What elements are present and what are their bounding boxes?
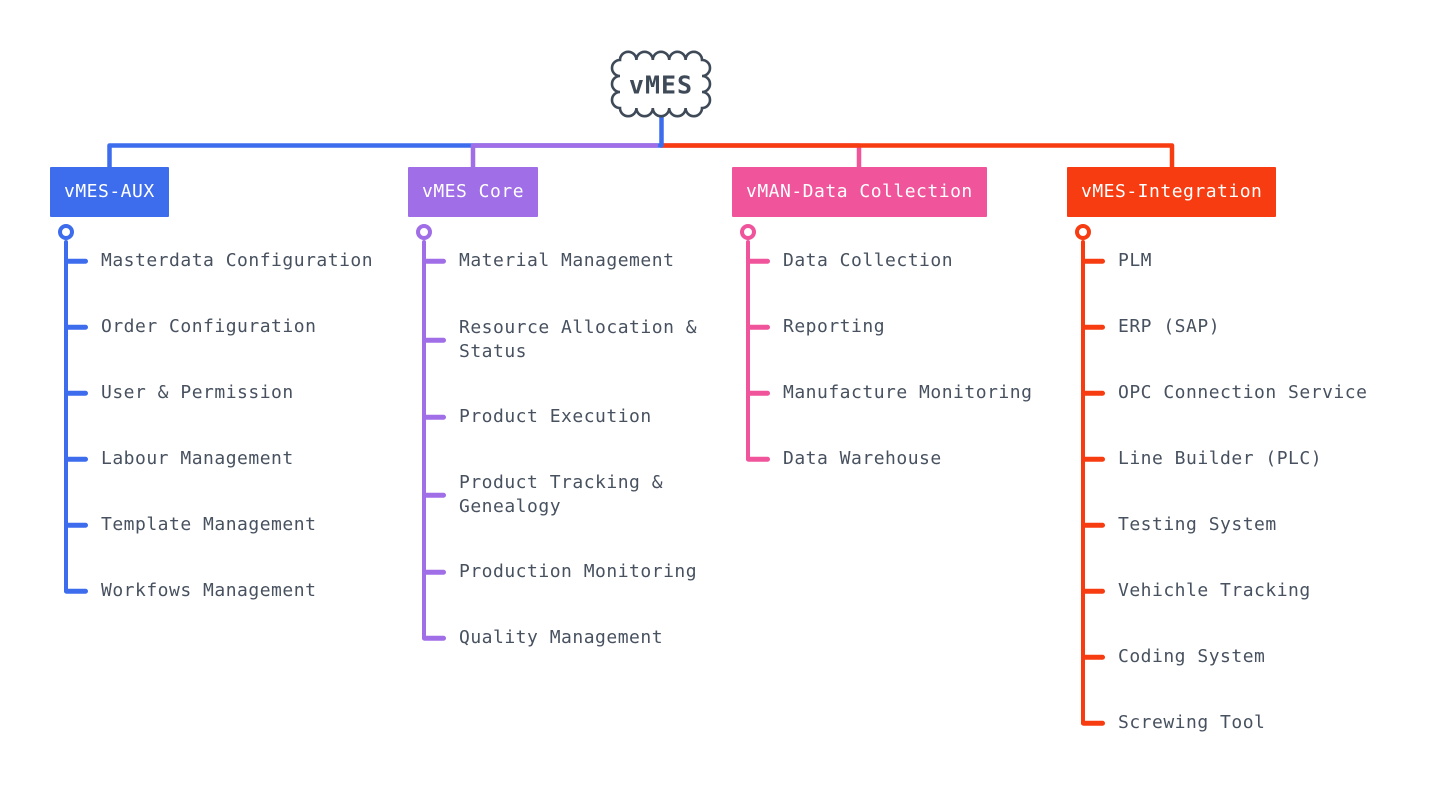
leaf-node[interactable]: Product Execution (459, 406, 652, 427)
item-tick-line (1081, 390, 1105, 396)
branch-header-vmes-aux[interactable]: vMES-AUX (50, 167, 169, 217)
item-tick-line (746, 258, 770, 264)
collapse-toggle-icon[interactable] (57, 223, 74, 240)
leaf-node[interactable]: Quality Management (459, 627, 664, 648)
branch-spine-line (421, 240, 427, 640)
item-tick-line (1081, 456, 1105, 462)
leaf-node[interactable]: ERP (SAP) (1118, 316, 1221, 337)
item-tick-line (1081, 522, 1105, 528)
leaf-node[interactable]: Data Collection (783, 250, 954, 271)
item-tick-line (422, 337, 446, 343)
item-tick-line (746, 390, 770, 396)
edge-root-to-vmes-core (470, 143, 659, 173)
branch-header-vman-data-collection[interactable]: vMAN-Data Collection (732, 167, 987, 217)
branch-spine-line (1080, 240, 1086, 725)
leaf-node[interactable]: Labour Management (101, 448, 294, 469)
branch-vmes-integration: vMES-Integration PLM ERP (SAP) OPC Conne… (1067, 0, 1397, 799)
item-tick-line (64, 258, 88, 264)
leaf-node[interactable]: Production Monitoring (459, 561, 698, 582)
item-tick-line (1081, 324, 1105, 330)
item-tick-line (1081, 720, 1105, 726)
edge-root-to-vmes-aux (107, 113, 664, 173)
leaf-node[interactable]: Coding System (1118, 646, 1266, 667)
cloud-shape (610, 50, 712, 118)
branch-vman-data-collection: vMAN-Data Collection Data Collection Rep… (732, 0, 1062, 799)
leaf-node[interactable]: Screwing Tool (1118, 712, 1266, 733)
collapse-toggle-icon[interactable] (739, 223, 756, 240)
leaf-node[interactable]: Line Builder (PLC) (1118, 448, 1323, 469)
item-tick-line (64, 522, 88, 528)
leaf-node[interactable]: Workfows Management (101, 580, 317, 601)
item-tick-line (422, 492, 446, 498)
item-tick-line (422, 258, 446, 264)
item-tick-line (64, 588, 88, 594)
root-node[interactable]: vMES (606, 44, 716, 124)
leaf-node[interactable]: Testing System (1118, 514, 1277, 535)
item-tick-line (64, 456, 88, 462)
branch-spine-line (63, 240, 69, 593)
branch-vmes-aux: vMES-AUX Masterdata Configuration Order … (50, 0, 380, 799)
item-tick-line (1081, 588, 1105, 594)
branch-spine-line (745, 240, 751, 461)
leaf-node[interactable]: Masterdata Configuration (101, 250, 374, 271)
leaf-node[interactable]: User & Permission (101, 382, 294, 403)
item-tick-line (746, 324, 770, 330)
item-tick-line (422, 569, 446, 575)
item-tick-line (422, 414, 446, 420)
item-tick-line (1081, 258, 1105, 264)
branch-vmes-core: vMES Core Material Management Resource A… (408, 0, 738, 799)
leaf-node[interactable]: Reporting (783, 316, 886, 337)
item-tick-line (1081, 654, 1105, 660)
item-tick-line (64, 390, 88, 396)
item-tick-line (64, 324, 88, 330)
leaf-node[interactable]: Order Configuration (101, 316, 317, 337)
leaf-node[interactable]: OPC Connection Service (1118, 382, 1368, 403)
leaf-node[interactable]: Product Tracking & Genealogy (459, 472, 664, 517)
leaf-node[interactable]: Vehichle Tracking (1118, 580, 1311, 601)
branch-header-vmes-integration[interactable]: vMES-Integration (1067, 167, 1277, 217)
item-tick-line (746, 456, 770, 462)
leaf-node[interactable]: Template Management (101, 514, 317, 535)
item-tick-line (422, 635, 446, 641)
leaf-node[interactable]: Manufacture Monitoring (783, 382, 1033, 403)
root-node-label: vMES (629, 71, 693, 100)
branch-header-vmes-core[interactable]: vMES Core (408, 167, 539, 217)
leaf-node[interactable]: Resource Allocation & Status (459, 317, 698, 362)
collapse-toggle-icon[interactable] (415, 223, 432, 240)
edge-root-to-vmes-integration (658, 143, 1175, 173)
leaf-node[interactable]: Data Warehouse (783, 448, 942, 469)
leaf-node[interactable]: Material Management (459, 250, 675, 271)
leaf-node[interactable]: PLM (1118, 250, 1153, 271)
collapse-toggle-icon[interactable] (1074, 223, 1091, 240)
